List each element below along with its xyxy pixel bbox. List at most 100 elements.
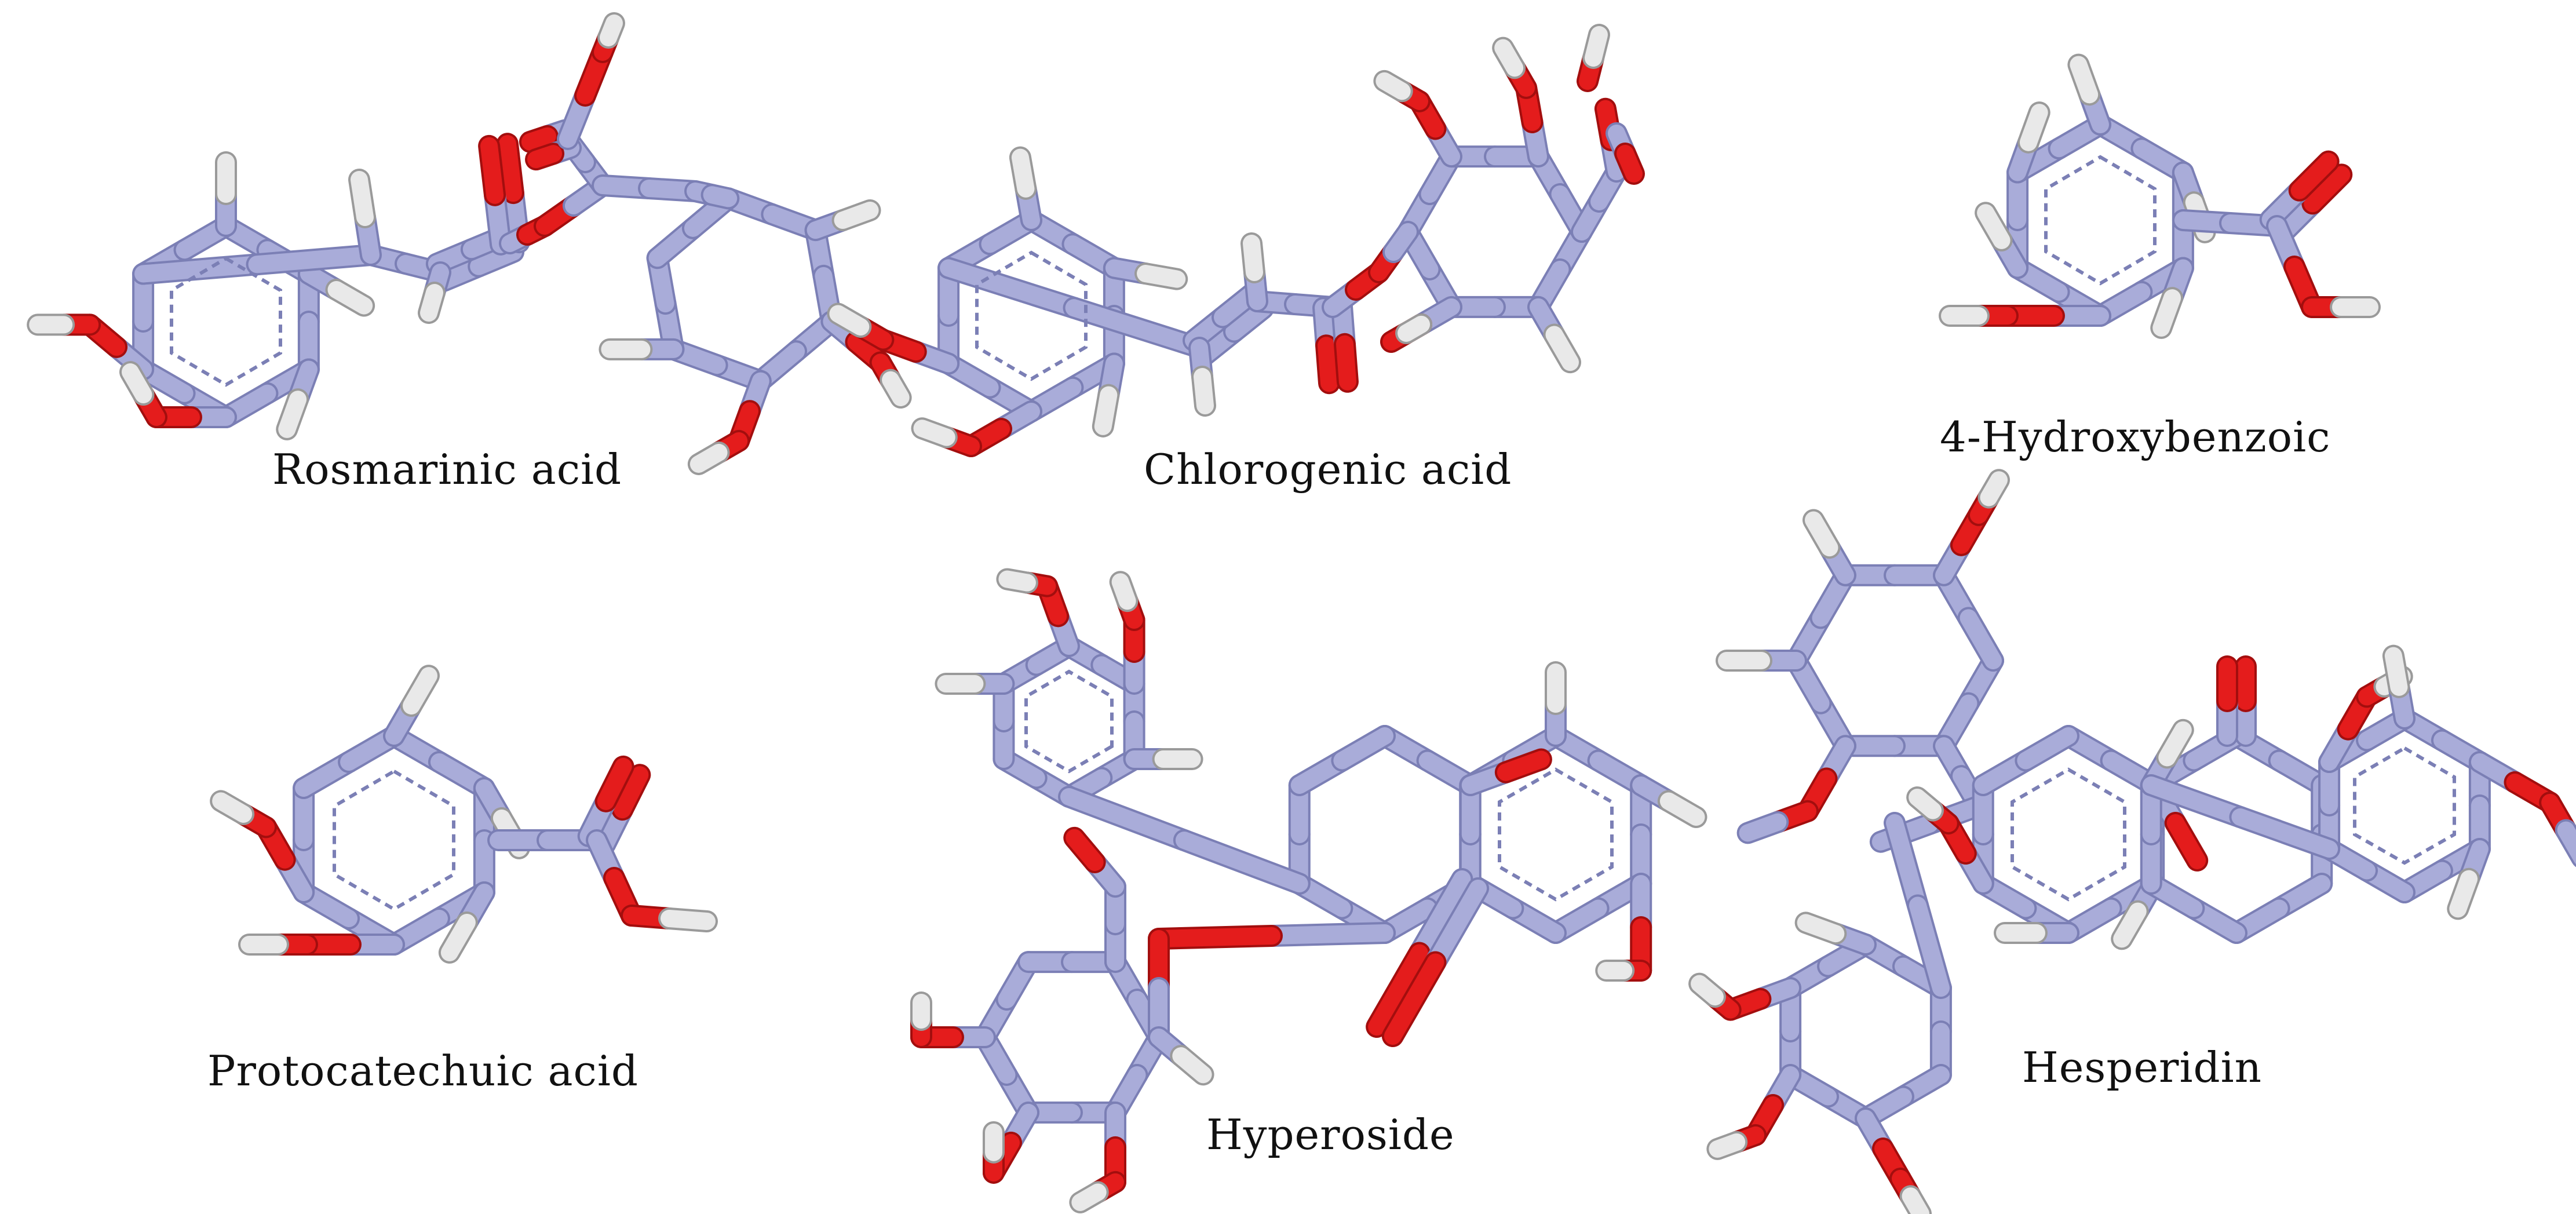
bond-half	[351, 171, 374, 226]
bond	[557, 41, 614, 150]
bond-half	[1739, 813, 1787, 842]
bond	[348, 169, 382, 266]
bond	[1240, 232, 1268, 312]
bond-half	[1585, 26, 1608, 67]
bond-half	[1011, 148, 1035, 198]
bond	[586, 829, 643, 927]
bond-half	[1071, 1183, 1107, 1211]
substituent-bond	[1069, 1171, 1126, 1213]
bond	[592, 174, 706, 202]
substituent-bond	[687, 429, 750, 475]
bond-half	[2113, 902, 2147, 948]
label-protocatechuic-acid: Protocatechuic acid	[207, 1047, 638, 1095]
double-bond	[1381, 877, 1490, 1047]
bond-half	[2449, 870, 2478, 918]
ring-bond	[2393, 708, 2491, 773]
substituent-bond	[2382, 644, 2416, 730]
bond-half	[2557, 821, 2576, 865]
substituent-bond	[911, 417, 983, 457]
bond-half	[1797, 914, 1845, 943]
substituent-bond	[1706, 1124, 1767, 1160]
ring-bond	[974, 1026, 1039, 1124]
aromatic-ring-marker	[2044, 155, 2157, 286]
bond-half	[1066, 829, 1104, 871]
bond-half	[1909, 789, 1942, 819]
bond-half	[2290, 152, 2337, 199]
ring-bond	[717, 187, 827, 242]
bond-half	[1617, 145, 1643, 183]
bond-half	[998, 570, 1036, 592]
bond-half	[1709, 1133, 1746, 1158]
bond-half	[1545, 326, 1579, 371]
substituent-bond	[2006, 101, 2050, 184]
bond-half	[1111, 573, 1136, 610]
substituent-bond	[1630, 774, 1707, 828]
substituent-bond	[1736, 800, 1819, 844]
bond-half	[1384, 953, 1444, 1045]
ring-bond	[2225, 873, 2333, 944]
substituent-bond	[1492, 37, 1538, 99]
substituent-bond	[1889, 1167, 1932, 1214]
bond-half	[2142, 776, 2249, 826]
bond-half	[1977, 204, 2011, 249]
bond-half	[278, 391, 307, 438]
bond-half	[913, 420, 955, 446]
bond-half	[1659, 792, 1705, 826]
bond-half	[2304, 166, 2351, 213]
bond	[1058, 786, 1311, 895]
bond-half	[1172, 1047, 1212, 1084]
double-bond	[1366, 868, 1473, 1038]
ring-bond	[1933, 650, 2004, 757]
bond-half	[420, 284, 443, 322]
label-chlorogenic-acid: Chlorogenic acid	[1144, 445, 1512, 494]
bond-half	[1909, 896, 1950, 997]
substituent-bond	[1148, 1026, 1214, 1086]
bond-half	[212, 792, 253, 823]
bond-half	[2384, 647, 2408, 696]
substituent-bond	[1109, 571, 1145, 631]
ring-bond	[1397, 221, 1462, 318]
bond	[937, 257, 1210, 359]
substituent-bond	[1794, 912, 1877, 956]
bond-half	[940, 259, 1083, 317]
bond	[1188, 337, 1216, 417]
label-4-hydroxybenzoic: 4-Hydroxybenzoic	[1940, 413, 2331, 461]
aromatic-ring-marker	[1024, 669, 1114, 774]
bond-half	[1398, 315, 1431, 342]
bond-half	[1980, 471, 2008, 506]
substituent-bond	[1092, 352, 1125, 438]
bond-half	[1175, 832, 1308, 892]
ring-bond	[1374, 725, 1482, 796]
double-bond	[577, 755, 634, 847]
bond-half	[1194, 368, 1214, 414]
label-rosmarinic-acid: Rosmarinic acid	[272, 445, 622, 494]
bond-half	[1410, 870, 1471, 962]
ring-bond	[974, 951, 1039, 1048]
bond	[1884, 812, 1952, 999]
ring-bond	[1933, 564, 2004, 672]
bond	[592, 12, 625, 63]
bond-half	[122, 363, 152, 404]
substituent-bond	[996, 568, 1059, 597]
bond-half	[1385, 223, 1417, 261]
aromatic-ring-marker	[2011, 767, 2126, 902]
substituent-bond	[1527, 296, 1581, 374]
substituent-bond	[1009, 146, 1042, 231]
bond-half	[661, 910, 716, 930]
bond-half	[689, 443, 728, 473]
bond-half	[470, 243, 523, 275]
bond-half	[1494, 39, 1524, 77]
bond-half	[521, 127, 556, 151]
substituent-bond	[1975, 202, 2029, 279]
bond-half	[1368, 944, 1428, 1036]
ring-bond	[646, 247, 685, 360]
ring-bond	[749, 310, 843, 392]
bond	[418, 261, 451, 324]
substituent-bond	[1688, 972, 1742, 1021]
substituent-bond	[827, 302, 895, 351]
bond-half	[1333, 727, 1393, 770]
substituent-bond	[1906, 786, 1960, 835]
substituent-bond	[869, 351, 912, 409]
bond	[1606, 122, 1645, 185]
